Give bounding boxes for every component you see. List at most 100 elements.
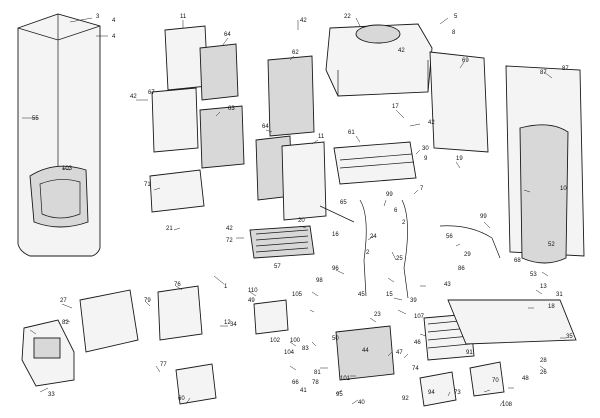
- callout-c6: 6: [394, 208, 398, 214]
- callout-c16: 16: [332, 232, 339, 238]
- leader-lines: [22, 17, 566, 407]
- callout-c42e: 42: [428, 120, 435, 126]
- callout-labels: 3445510311644267626364117121724222425842…: [32, 14, 573, 408]
- callout-c12: 12: [224, 320, 231, 326]
- callout-c30: 30: [422, 146, 429, 152]
- callout-c47: 47: [396, 350, 403, 356]
- callout-c100: 100: [290, 338, 301, 344]
- callout-c52: 52: [548, 242, 555, 248]
- callout-c102: 102: [270, 338, 281, 344]
- callout-c18: 18: [548, 304, 555, 310]
- callout-c101: 101: [340, 376, 351, 382]
- callout-c105: 105: [292, 292, 303, 298]
- callout-c31: 31: [556, 292, 563, 298]
- callout-c65: 65: [340, 200, 347, 206]
- callout-c83: 83: [302, 346, 309, 352]
- burner: [333, 141, 417, 185]
- callout-c72: 72: [226, 238, 233, 244]
- callout-c110: 110: [248, 288, 258, 294]
- callout-c35: 35: [566, 334, 573, 340]
- callout-c5: 5: [454, 14, 458, 20]
- callout-c3: 3: [96, 14, 100, 20]
- callout-c62: 62: [292, 50, 299, 56]
- callout-c49: 49: [248, 298, 255, 304]
- callout-c76: 76: [174, 282, 181, 288]
- callout-c42b: 42: [226, 226, 233, 232]
- callout-c71: 71: [144, 182, 151, 188]
- callout-c46: 46: [414, 340, 421, 346]
- callout-c28: 28: [540, 358, 547, 364]
- callout-c99a: 99: [386, 192, 393, 198]
- callout-c4b: 4: [112, 34, 116, 40]
- callout-c81: 81: [314, 370, 321, 376]
- callout-c19: 19: [456, 156, 463, 162]
- callout-c15: 15: [386, 292, 393, 298]
- callout-c11b: 11: [318, 134, 325, 140]
- rear-frame: [429, 51, 585, 264]
- callout-c63: 63: [228, 106, 235, 112]
- callout-c23: 23: [374, 312, 381, 318]
- callout-c8: 8: [452, 30, 456, 36]
- callout-c94: 94: [428, 390, 435, 396]
- callout-c42a: 42: [130, 94, 137, 100]
- callout-c74: 74: [412, 366, 419, 372]
- callout-c60: 60: [178, 396, 185, 402]
- callout-c7: 7: [420, 186, 424, 192]
- callout-c41: 41: [300, 388, 307, 394]
- callout-c22: 22: [344, 14, 351, 20]
- pipework: [319, 199, 501, 299]
- callout-c33: 33: [48, 392, 55, 398]
- callout-c78: 78: [312, 380, 319, 386]
- callout-c96: 96: [332, 266, 339, 272]
- callout-c48: 48: [522, 376, 529, 382]
- fan-hood: [325, 23, 433, 97]
- callout-c10: 10: [560, 186, 567, 192]
- callout-c92: 92: [402, 396, 409, 402]
- heat-exchanger: [249, 225, 315, 259]
- hydraulic-group: [175, 299, 577, 407]
- callout-c40: 40: [358, 400, 365, 406]
- callout-c69: 69: [462, 58, 469, 64]
- callout-c108: 108: [502, 402, 513, 408]
- callout-c91: 91: [466, 350, 473, 356]
- callout-c70: 70: [492, 378, 499, 384]
- callout-c45: 45: [358, 292, 365, 298]
- callout-c17: 17: [392, 104, 399, 110]
- callout-c42d: 42: [398, 48, 405, 54]
- callout-c24: 24: [370, 234, 377, 240]
- callout-c107: 107: [414, 314, 425, 320]
- callout-c56: 56: [446, 234, 453, 240]
- callout-c66: 66: [292, 380, 299, 386]
- callout-c4a: 4: [112, 18, 116, 24]
- callout-c79: 79: [144, 298, 151, 304]
- control-panel: [21, 285, 203, 387]
- callout-c29: 29: [464, 252, 471, 258]
- callout-c26: 26: [540, 370, 547, 376]
- callout-c98: 98: [316, 278, 323, 284]
- callout-c42c: 42: [300, 18, 307, 24]
- callout-c77: 77: [160, 362, 167, 368]
- callout-c55: 55: [32, 116, 39, 122]
- callout-c87: 87: [540, 70, 547, 76]
- callout-c13: 13: [540, 284, 547, 290]
- callout-c2a: 2: [402, 220, 406, 226]
- callout-c57: 57: [274, 264, 281, 270]
- callout-c44: 44: [362, 348, 369, 354]
- callout-c82: 82: [62, 320, 69, 326]
- callout-c99b: 99: [480, 214, 487, 220]
- callout-c20: 20: [298, 218, 305, 224]
- callout-c53: 53: [530, 272, 537, 278]
- callout-c11a: 11: [180, 14, 187, 20]
- callout-c9: 9: [424, 156, 428, 162]
- callout-c50: 50: [332, 336, 339, 342]
- callout-c64b: 64: [262, 124, 269, 130]
- callout-c21: 21: [166, 226, 173, 232]
- callout-c68: 68: [514, 258, 521, 264]
- callout-c86: 86: [458, 266, 465, 272]
- callout-c64a: 64: [224, 32, 231, 38]
- callout-c25: 25: [396, 256, 403, 262]
- insulation-panels: [149, 25, 327, 221]
- boiler-casing: [17, 13, 101, 257]
